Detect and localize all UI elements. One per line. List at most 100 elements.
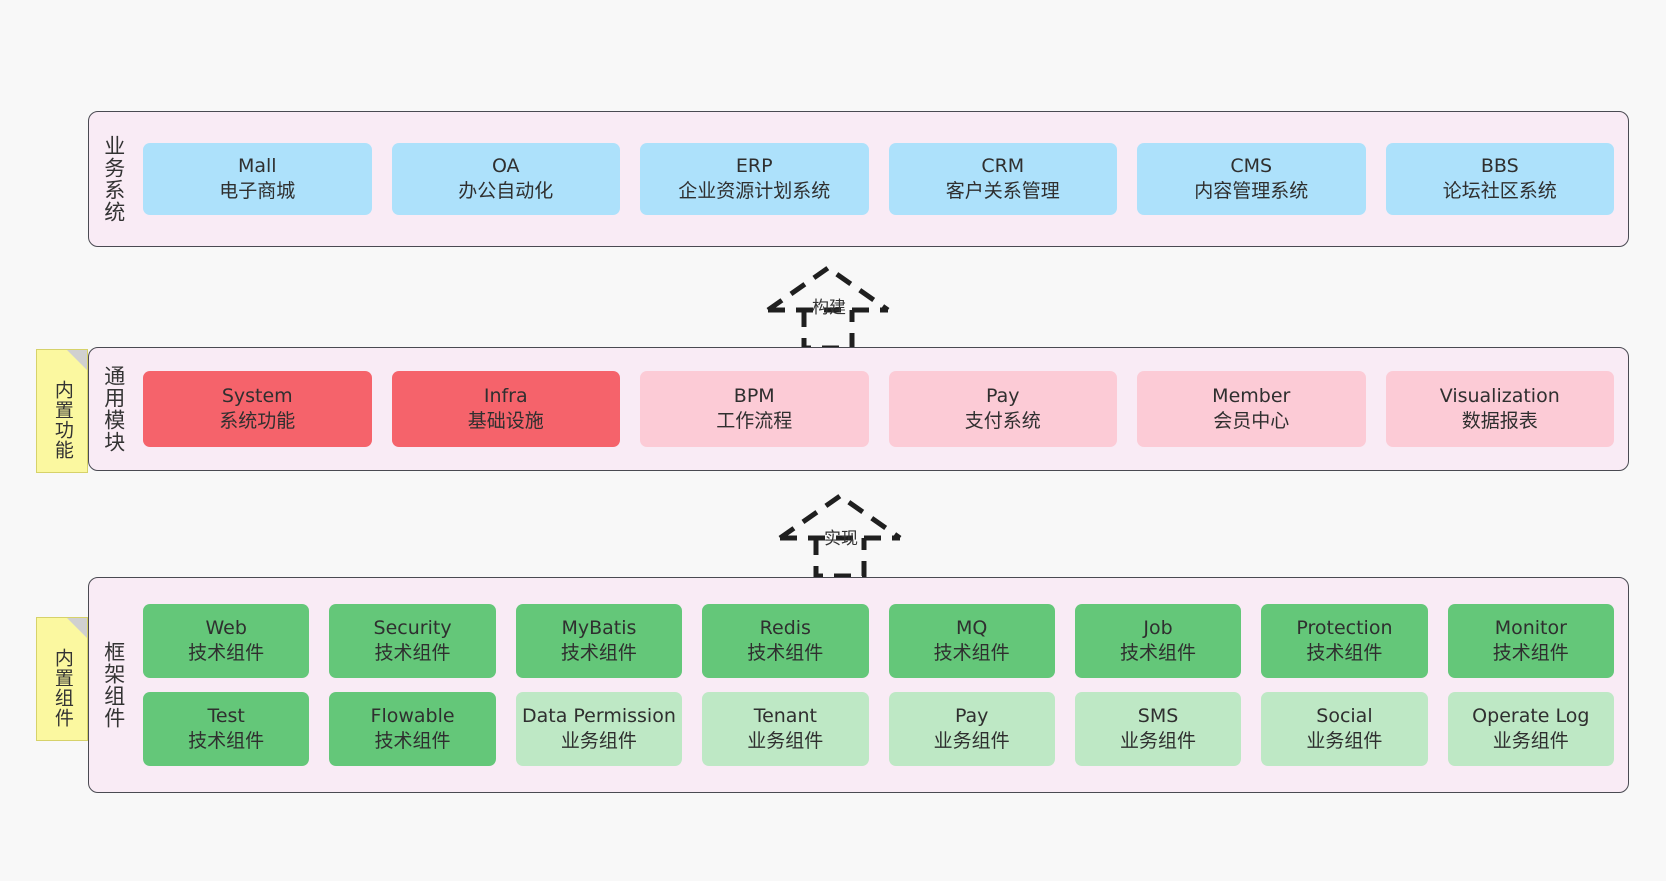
layer-framework-body: Web 技术组件 Security 技术组件 MyBatis 技术组件 Redi… bbox=[137, 578, 1628, 792]
card-name: OA bbox=[491, 154, 520, 177]
module-card-row: System 系统功能 Infra 基础设施 BPM 工作流程 Pay 支付系统… bbox=[143, 371, 1614, 447]
card-name: Data Permission bbox=[521, 704, 676, 727]
framework-card-operate-log[interactable]: Operate Log 业务组件 bbox=[1447, 692, 1614, 766]
card-name: CRM bbox=[981, 154, 1025, 177]
business-card-cms[interactable]: CMS 内容管理系统 bbox=[1137, 143, 1366, 215]
module-card-visualization[interactable]: Visualization 数据报表 bbox=[1385, 371, 1614, 447]
connector-build-label: 构建 bbox=[812, 298, 846, 318]
framework-card-sms[interactable]: SMS 业务组件 bbox=[1074, 692, 1242, 766]
card-name: Operate Log bbox=[1472, 704, 1590, 727]
layer-business-body: Mall 电子商城 OA 办公自动化 ERP 企业资源计划系统 CRM 客户关系… bbox=[137, 112, 1628, 246]
card-desc: 论坛社区系统 bbox=[1442, 180, 1557, 202]
framework-card-pay[interactable]: Pay 业务组件 bbox=[888, 692, 1055, 766]
layer-business-title: 业务系统 bbox=[101, 135, 126, 223]
business-card-row: Mall 电子商城 OA 办公自动化 ERP 企业资源计划系统 CRM 客户关系… bbox=[143, 143, 1614, 215]
layer-module-title: 通用模块 bbox=[101, 365, 126, 453]
card-name: Pay bbox=[954, 704, 989, 727]
framework-card-test[interactable]: Test 技术组件 bbox=[143, 692, 310, 766]
card-name: Pay bbox=[986, 384, 1020, 407]
business-card-oa[interactable]: OA 办公自动化 bbox=[391, 143, 620, 215]
card-desc: 会员中心 bbox=[1213, 410, 1290, 432]
card-name: BPM bbox=[733, 384, 775, 407]
framework-card-protection[interactable]: Protection 技术组件 bbox=[1261, 604, 1428, 678]
card-desc: 业务组件 bbox=[1306, 730, 1383, 752]
layer-framework-title: 框架组件 bbox=[101, 641, 126, 729]
module-card-infra[interactable]: Infra 基础设施 bbox=[391, 371, 620, 447]
card-name: Protection bbox=[1296, 616, 1393, 639]
card-desc: 技术组件 bbox=[560, 642, 637, 664]
module-card-bpm[interactable]: BPM 工作流程 bbox=[640, 371, 869, 447]
note-builtin-features: 内置功能 bbox=[36, 349, 88, 473]
card-name: Redis bbox=[759, 616, 811, 639]
framework-card-redis[interactable]: Redis 技术组件 bbox=[702, 604, 869, 678]
framework-tech-row: Web 技术组件 Security 技术组件 MyBatis 技术组件 Redi… bbox=[143, 604, 1614, 678]
card-desc: 业务组件 bbox=[1120, 730, 1197, 752]
module-card-system[interactable]: System 系统功能 bbox=[143, 371, 372, 447]
card-desc: 内容管理系统 bbox=[1194, 180, 1309, 202]
card-desc: 技术组件 bbox=[188, 730, 265, 752]
card-name: Infra bbox=[483, 384, 528, 407]
card-desc: 业务组件 bbox=[747, 730, 824, 752]
business-card-crm[interactable]: CRM 客户关系管理 bbox=[888, 143, 1117, 215]
connector-implement-label: 实现 bbox=[824, 529, 858, 549]
framework-card-security[interactable]: Security 技术组件 bbox=[329, 604, 496, 678]
business-card-mall[interactable]: Mall 电子商城 bbox=[143, 143, 372, 215]
card-desc: 数据报表 bbox=[1461, 410, 1538, 432]
framework-card-flowable[interactable]: Flowable 技术组件 bbox=[329, 692, 496, 766]
card-name: MyBatis bbox=[561, 616, 637, 639]
card-name: Job bbox=[1143, 616, 1173, 639]
card-desc: 技术组件 bbox=[188, 642, 265, 664]
card-name: System bbox=[221, 384, 293, 407]
card-name: Test bbox=[207, 704, 245, 727]
framework-card-tenant[interactable]: Tenant 业务组件 bbox=[702, 692, 869, 766]
card-desc: 客户关系管理 bbox=[945, 180, 1060, 202]
framework-card-social[interactable]: Social 业务组件 bbox=[1261, 692, 1428, 766]
module-card-member[interactable]: Member 会员中心 bbox=[1137, 371, 1366, 447]
card-name: CMS bbox=[1230, 154, 1273, 177]
framework-card-mq[interactable]: MQ 技术组件 bbox=[888, 604, 1055, 678]
card-name: ERP bbox=[735, 154, 773, 177]
card-desc: 电子商城 bbox=[219, 180, 296, 202]
card-desc: 工作流程 bbox=[716, 410, 793, 432]
card-desc: 支付系统 bbox=[964, 410, 1041, 432]
card-desc: 技术组件 bbox=[374, 642, 451, 664]
card-name: Social bbox=[1316, 704, 1373, 727]
framework-card-data-permission[interactable]: Data Permission 业务组件 bbox=[515, 692, 683, 766]
card-name: BBS bbox=[1480, 154, 1519, 177]
card-name: Flowable bbox=[370, 704, 455, 727]
card-desc: 企业资源计划系统 bbox=[678, 180, 831, 202]
card-name: Visualization bbox=[1439, 384, 1560, 407]
note-label: 内置组件 bbox=[51, 648, 74, 728]
framework-card-job[interactable]: Job 技术组件 bbox=[1074, 604, 1242, 678]
card-name: Member bbox=[1212, 384, 1291, 407]
business-card-bbs[interactable]: BBS 论坛社区系统 bbox=[1385, 143, 1614, 215]
note-builtin-components: 内置组件 bbox=[36, 617, 88, 741]
note-label: 内置功能 bbox=[51, 380, 74, 460]
card-desc: 技术组件 bbox=[747, 642, 824, 664]
layer-common-modules: 通用模块 System 系统功能 Infra 基础设施 BPM 工作流程 Pay… bbox=[88, 347, 1629, 471]
business-card-erp[interactable]: ERP 企业资源计划系统 bbox=[640, 143, 869, 215]
card-desc: 业务组件 bbox=[560, 730, 637, 752]
card-name: Monitor bbox=[1494, 616, 1567, 639]
layer-business-systems: 业务系统 Mall 电子商城 OA 办公自动化 ERP 企业资源计划系统 CRM… bbox=[88, 111, 1629, 247]
layer-module-body: System 系统功能 Infra 基础设施 BPM 工作流程 Pay 支付系统… bbox=[137, 348, 1628, 470]
framework-card-monitor[interactable]: Monitor 技术组件 bbox=[1447, 604, 1614, 678]
card-desc: 办公自动化 bbox=[458, 180, 554, 202]
module-card-pay[interactable]: Pay 支付系统 bbox=[888, 371, 1117, 447]
card-desc: 技术组件 bbox=[1120, 642, 1197, 664]
card-name: Tenant bbox=[753, 704, 817, 727]
card-desc: 技术组件 bbox=[1306, 642, 1383, 664]
framework-biz-row: Test 技术组件 Flowable 技术组件 Data Permission … bbox=[143, 692, 1614, 766]
card-desc: 技术组件 bbox=[374, 730, 451, 752]
card-desc: 基础设施 bbox=[467, 410, 544, 432]
card-name: Security bbox=[373, 616, 452, 639]
card-desc: 技术组件 bbox=[1492, 642, 1569, 664]
card-name: Mall bbox=[237, 154, 277, 177]
card-name: SMS bbox=[1137, 704, 1179, 727]
connector-implement-arrow bbox=[770, 490, 910, 579]
card-desc: 业务组件 bbox=[933, 730, 1010, 752]
framework-card-web[interactable]: Web 技术组件 bbox=[143, 604, 310, 678]
framework-card-mybatis[interactable]: MyBatis 技术组件 bbox=[515, 604, 683, 678]
layer-framework-components: 框架组件 Web 技术组件 Security 技术组件 MyBatis 技术组件… bbox=[88, 577, 1629, 793]
